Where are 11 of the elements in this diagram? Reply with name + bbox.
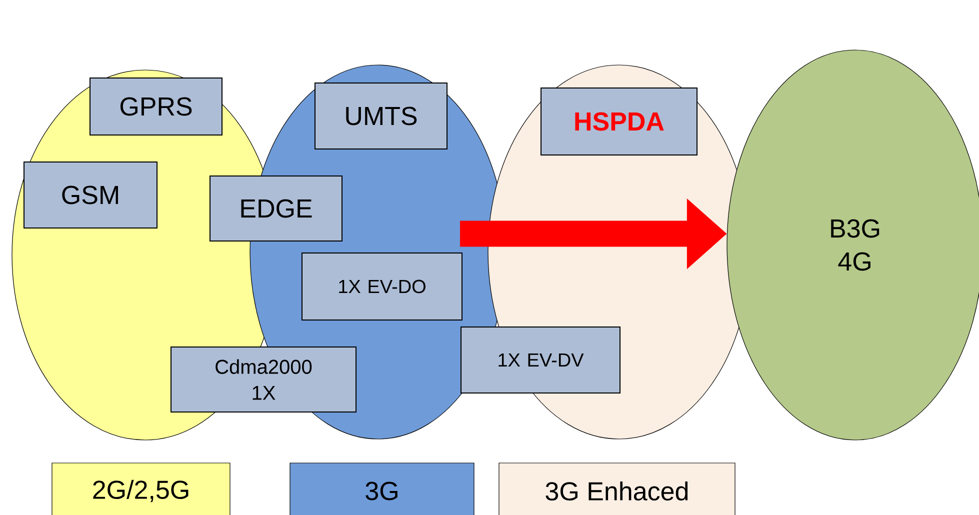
- technology-box: GPRS: [90, 78, 222, 136]
- technology-box: 1X EV-DO: [302, 252, 462, 320]
- technology-box: 1X EV-DV: [460, 326, 620, 394]
- technology-box: EDGE: [210, 176, 342, 242]
- legend-item: 3G Enhaced: [498, 462, 736, 515]
- legend-item: 2G/2,5G: [52, 462, 230, 515]
- technology-box: Cdma2000 1X: [170, 346, 356, 412]
- technology-box: GSM: [24, 162, 158, 228]
- legend-item: 3G: [290, 462, 474, 515]
- technology-box: HSPDA: [540, 88, 698, 156]
- technology-box: UMTS: [314, 82, 448, 150]
